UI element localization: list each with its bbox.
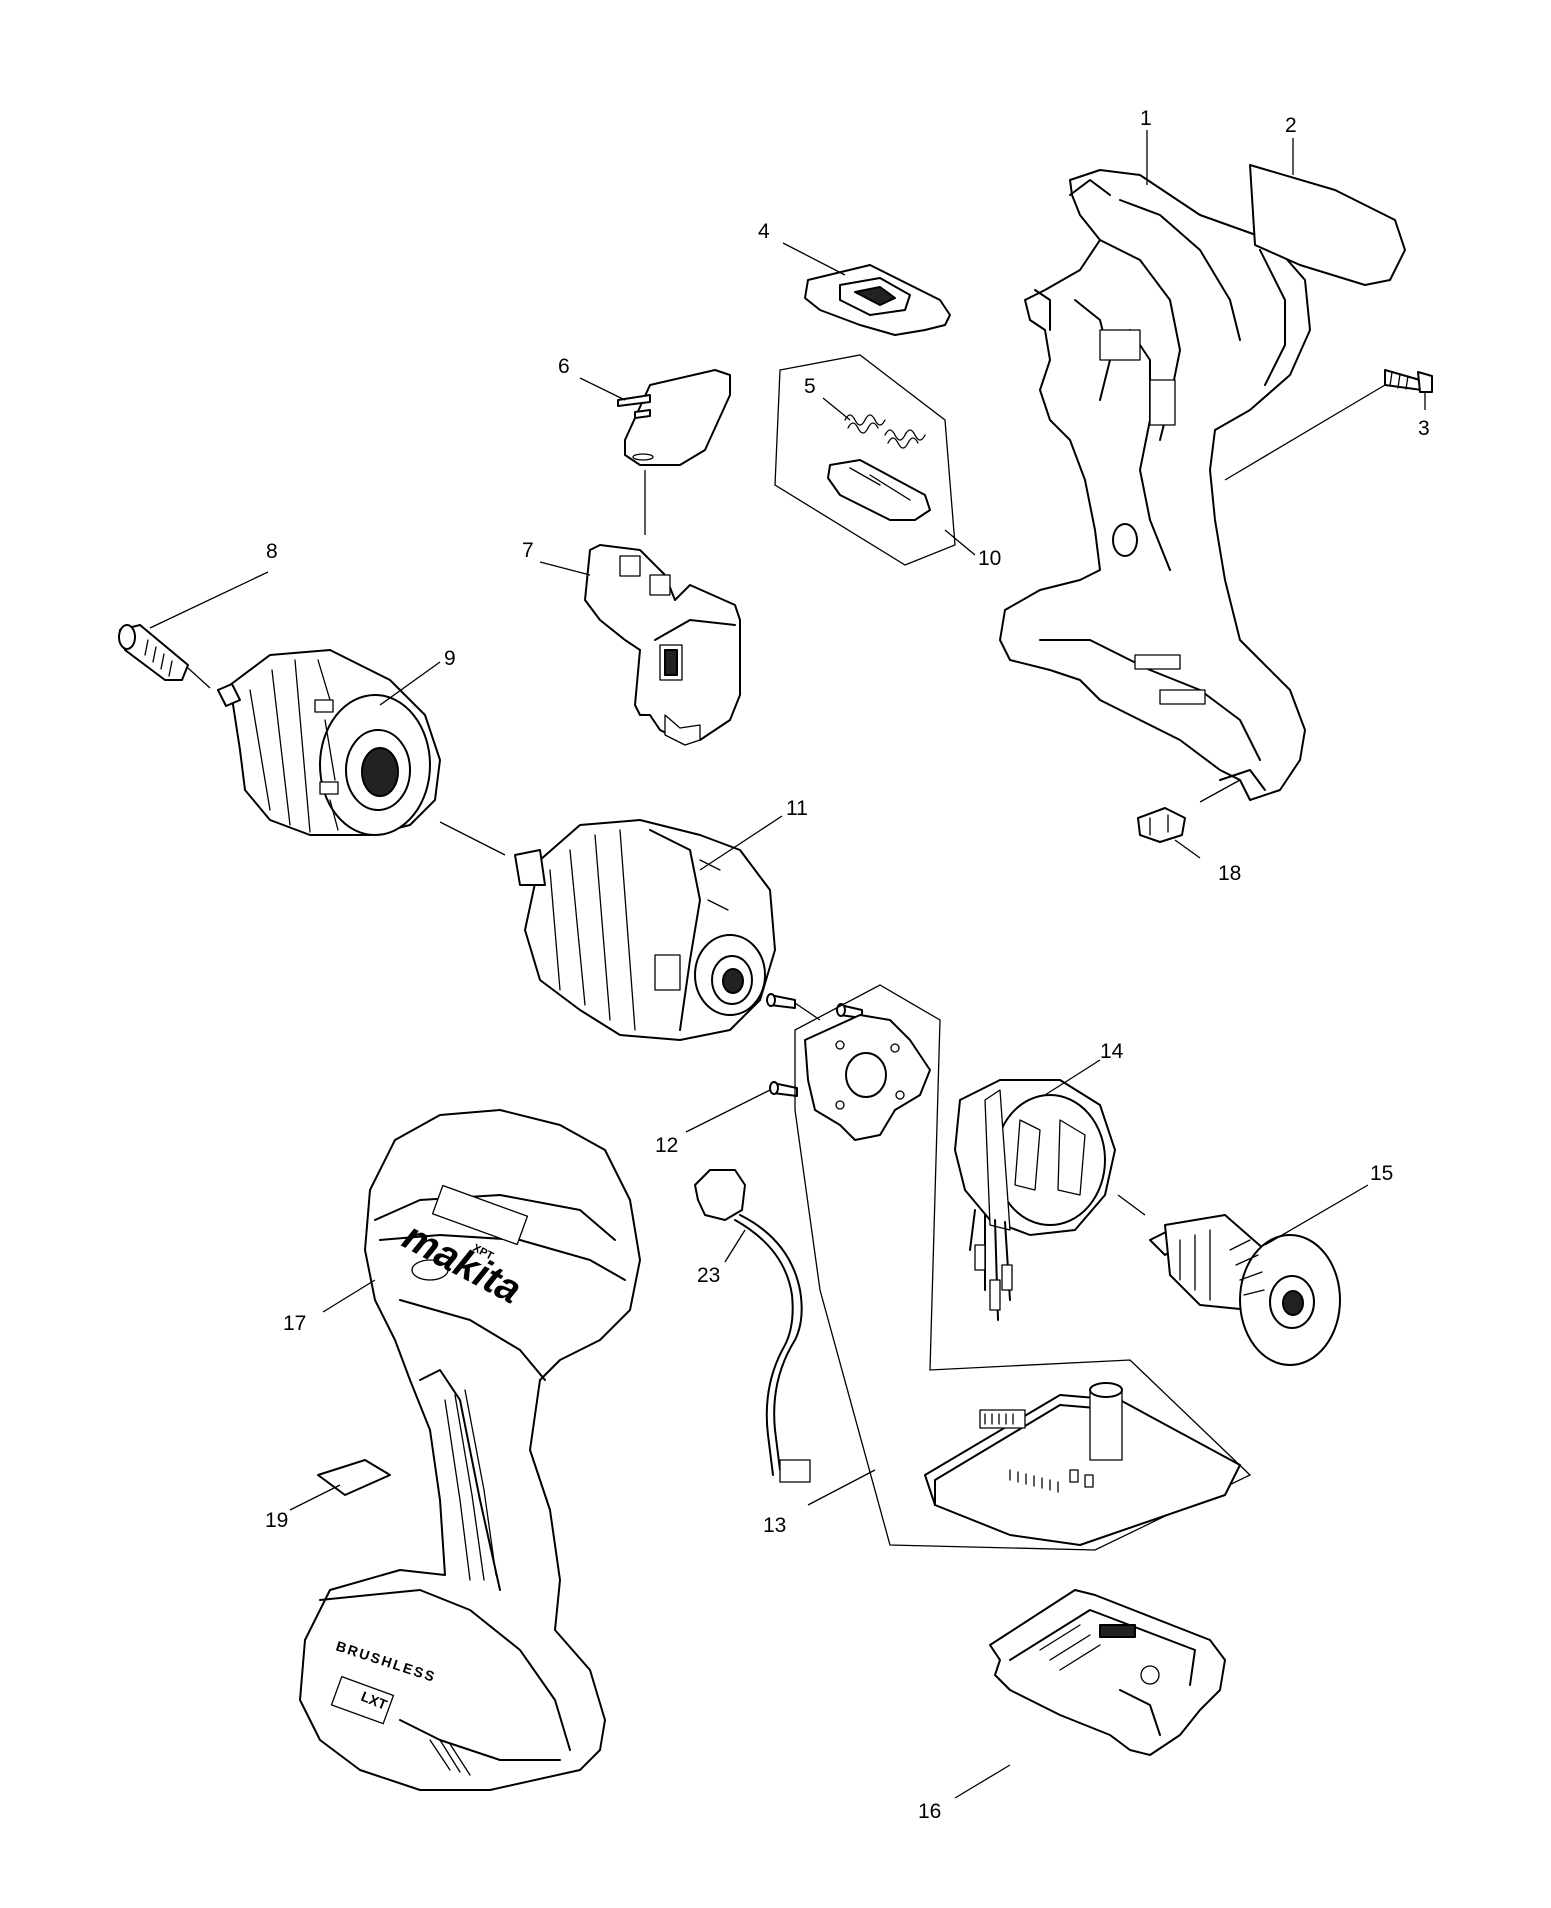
leader-18-to-housing	[1199, 779, 1241, 803]
part-label-23: 23	[697, 1264, 720, 1287]
part-label-3: 3	[1418, 417, 1430, 440]
part-16-battery-terminal	[989, 1589, 1226, 1756]
leader-11	[699, 815, 783, 871]
part-label-7: 7	[522, 539, 534, 562]
part-13-group-box	[794, 984, 1252, 1551]
part-12-screws	[766, 993, 863, 1097]
leader-17	[322, 1279, 376, 1313]
leader-19	[289, 1484, 341, 1511]
part-label-12: 12	[655, 1134, 678, 1157]
part-10-slider	[827, 459, 931, 521]
part-1-housing-half	[999, 169, 1311, 801]
leader-9	[379, 661, 441, 706]
part-label-10: 10	[978, 547, 1001, 570]
part-number-labels: 1 2 3 4 5 6 7 8 9 10 11 12 13 14 15 16 1…	[265, 107, 1430, 1823]
part-8-chuck-screw	[118, 624, 189, 681]
part-label-19: 19	[265, 1509, 288, 1532]
leader-6	[579, 377, 626, 401]
part-label-11: 11	[786, 797, 808, 820]
part-9-keyless-chuck	[217, 649, 441, 836]
part-label-18: 18	[1218, 862, 1241, 885]
part-label-2: 2	[1285, 114, 1297, 137]
leader-8	[149, 571, 269, 629]
leader-5	[822, 397, 851, 421]
leader-15	[1264, 1184, 1369, 1246]
leader-4	[782, 242, 846, 276]
leader-13	[807, 1469, 876, 1506]
leader-8-to-9	[187, 667, 211, 689]
part-label-4: 4	[758, 220, 770, 243]
stator-to-rotor-line	[1117, 1194, 1146, 1216]
part-11-gear-assembly	[514, 819, 776, 1041]
leader-12-screw-a	[794, 1002, 821, 1021]
part-label-17: 17	[283, 1312, 306, 1335]
part-17-housing-left: makita LXT BRUSHLESS XPT	[299, 1109, 641, 1791]
part-15-rotor	[1149, 1214, 1341, 1366]
leader-18	[1174, 839, 1201, 859]
part-5-springs	[844, 414, 926, 449]
leader-7	[539, 561, 591, 576]
leader-16	[954, 1764, 1011, 1799]
part-18-clip	[1137, 807, 1186, 843]
leader-12	[685, 1089, 771, 1133]
part-10-group-box	[774, 354, 956, 566]
part-label-6: 6	[558, 355, 570, 378]
leader-lines	[149, 130, 1426, 1799]
part-13-sensor-plate	[804, 1014, 931, 1141]
leader-3-to-housing	[1224, 384, 1386, 481]
chuck-to-gearbox-line	[439, 821, 506, 856]
part-14-stator	[954, 1079, 1116, 1321]
part-23-lead-wire	[694, 1169, 811, 1483]
part-label-9: 9	[444, 647, 456, 670]
part-label-16: 16	[918, 1800, 941, 1823]
part-4-switch-lever	[804, 264, 951, 336]
leader-10	[944, 529, 976, 556]
part-label-15: 15	[1370, 1162, 1393, 1185]
part-label-8: 8	[266, 540, 278, 563]
part-label-13: 13	[763, 1514, 786, 1537]
leader-23	[724, 1229, 746, 1263]
part-3-screw	[1384, 369, 1433, 393]
part-7-switch	[584, 544, 741, 746]
leader-14	[1044, 1059, 1101, 1096]
part-19-label	[317, 1459, 391, 1496]
part-label-5: 5	[804, 375, 816, 398]
part-6-reverse-button	[617, 369, 731, 466]
part-label-14: 14	[1100, 1040, 1124, 1063]
part-2-label	[1249, 164, 1406, 286]
part-13-controller-board	[924, 1382, 1241, 1546]
part-label-1: 1	[1140, 107, 1152, 130]
